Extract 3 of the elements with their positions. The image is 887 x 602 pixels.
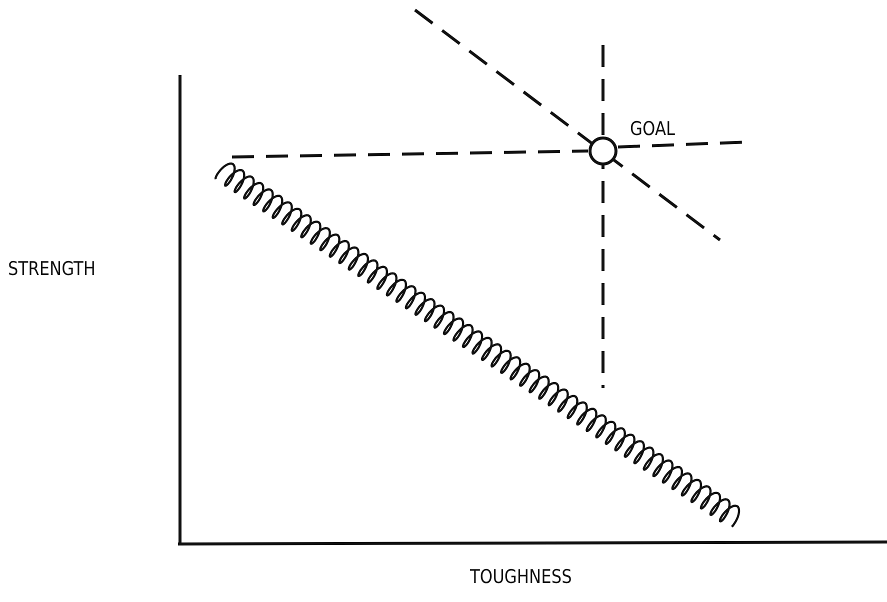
axis-label: TOUGHNESS	[470, 566, 572, 588]
axis-label: STRENGTH	[8, 258, 96, 280]
goal-label: GOAL	[630, 118, 675, 140]
